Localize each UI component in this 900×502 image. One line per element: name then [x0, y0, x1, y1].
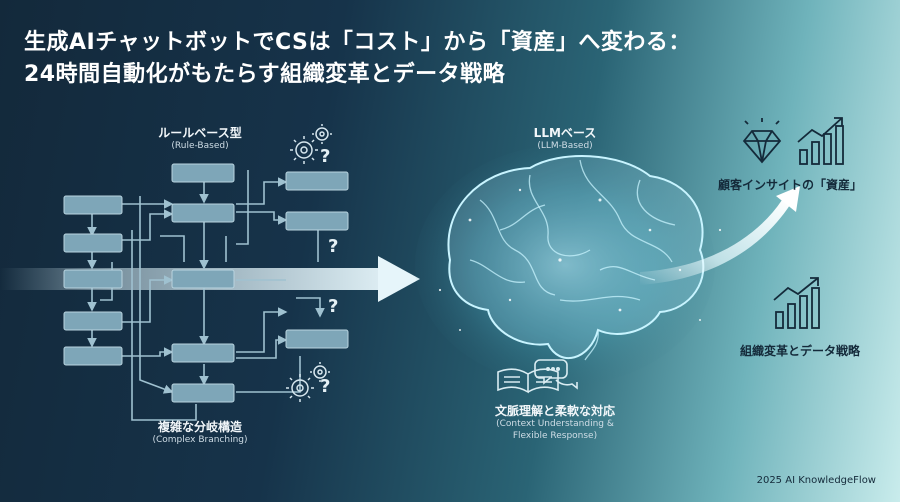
gear-icon	[286, 362, 330, 402]
bar-chart-icon	[773, 277, 820, 329]
flow-box	[171, 163, 235, 183]
flow-box	[171, 269, 235, 289]
gear-icon	[290, 124, 332, 164]
flowchart	[63, 163, 349, 403]
growth-arrow	[640, 186, 800, 285]
growth-chart-icon	[797, 117, 844, 165]
insight-heading: 顧客インサイトの「資産」	[717, 178, 862, 192]
flow-box	[63, 269, 123, 289]
context-subheading-2: Flexible Response)	[512, 431, 598, 441]
page-title: 生成AIチャットボットでCSは「コスト」から「資産」へ変わる：	[24, 30, 691, 55]
flow-box	[63, 346, 123, 366]
question-icon: ?	[328, 236, 339, 257]
flow-box	[285, 211, 349, 231]
flowchart-connectors	[87, 170, 325, 421]
footer-credit: 2025 AI KnowledgeFlow	[756, 475, 876, 486]
question-icon: ?	[320, 146, 331, 167]
context-subheading: (Context Understanding &	[496, 419, 614, 429]
flow-box	[63, 233, 123, 253]
llm-subheading: (LLM-Based)	[537, 141, 593, 151]
flow-box	[171, 343, 235, 363]
context-heading: 文脈理解と柔軟な対応	[494, 404, 615, 418]
flow-box	[63, 195, 123, 215]
brain-icon	[415, 145, 722, 385]
flow-box	[171, 383, 235, 403]
flow-box	[171, 203, 235, 223]
chat-bubbles-icon	[534, 359, 578, 390]
rule-based-subheading: (Rule-Based)	[171, 141, 229, 151]
flow-box	[285, 171, 349, 191]
llm-heading: LLMベース	[533, 126, 597, 140]
diamond-icon	[742, 118, 782, 164]
org-heading: 組織変革とデータ戦略	[739, 344, 860, 358]
branching-heading: 複雑な分岐構造	[157, 420, 242, 434]
rule-based-heading: ルールベース型	[158, 126, 242, 140]
flow-box	[285, 329, 349, 349]
question-icon: ?	[328, 296, 339, 317]
flow-box	[63, 311, 123, 331]
branching-subheading: (Complex Branching)	[152, 435, 248, 445]
question-icon: ?	[320, 376, 331, 397]
page-subtitle: 24時間自動化がもたらす組織変革とデータ戦略	[24, 62, 506, 87]
